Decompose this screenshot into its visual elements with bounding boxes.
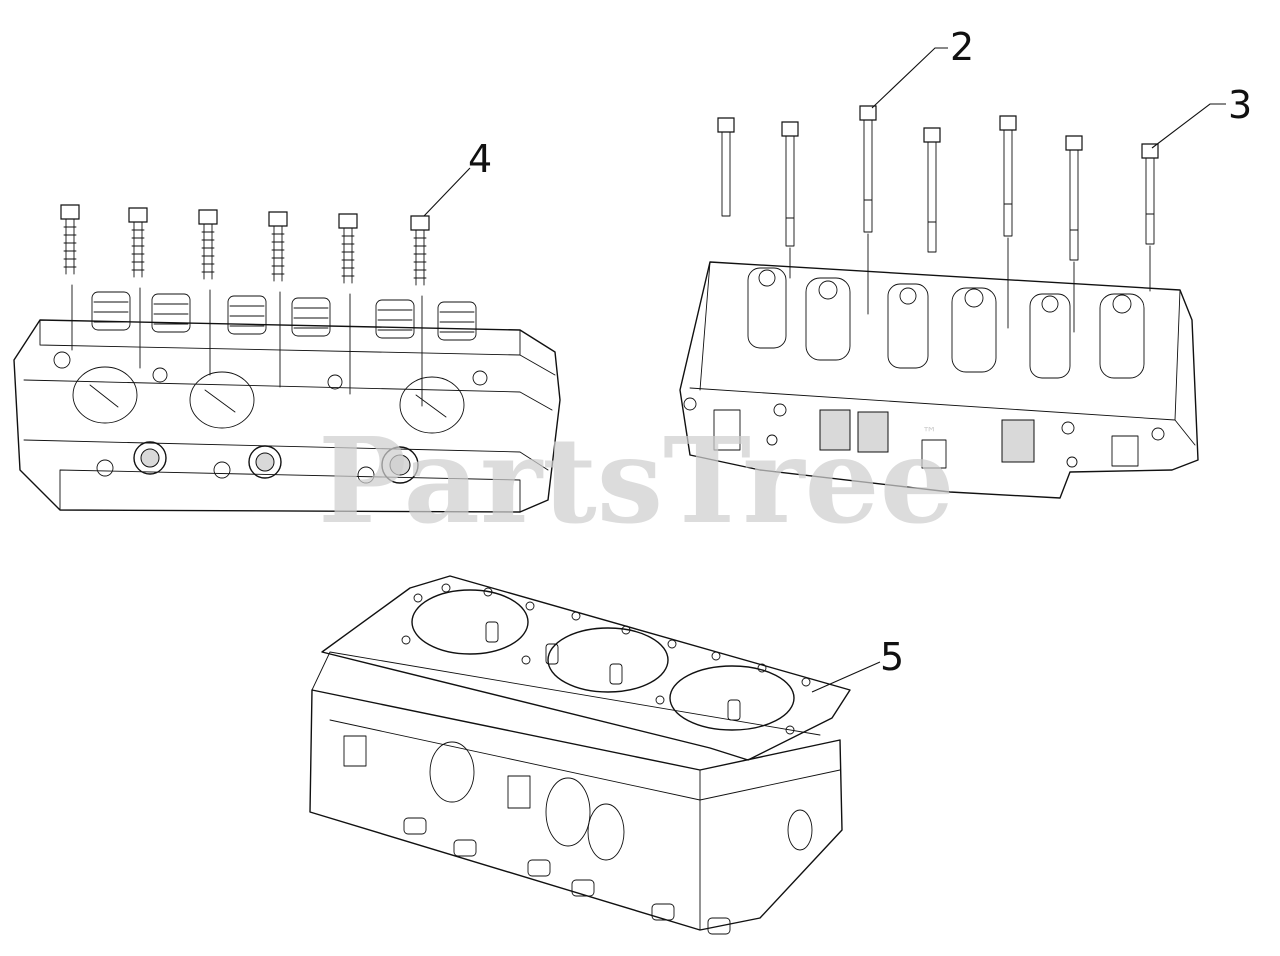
- spark-plug-seats-left: [96, 441, 419, 484]
- intake-ports-right: [683, 397, 1165, 469]
- callout-3-label: 3: [1228, 83, 1252, 127]
- cylinder-head-right: [679, 105, 1199, 499]
- cylinder-head-left: [13, 204, 561, 513]
- dowel-pins: [485, 621, 741, 721]
- callout-2-leader: [871, 47, 948, 109]
- head-bolts-right: [717, 105, 1159, 333]
- watermark-trademark: ™: [922, 424, 937, 442]
- watermark: PartsTree ™: [318, 411, 955, 550]
- cylinder-head-bottom: [309, 651, 843, 935]
- callout-5-leader: [811, 661, 881, 693]
- valve-covers-right: [747, 267, 1145, 379]
- callout-2-label: 2: [950, 25, 974, 69]
- valve-springs-left: [91, 291, 477, 341]
- ports-bottom: [343, 735, 813, 861]
- lower-studs-bottom: [403, 817, 731, 935]
- callout-4-label: 4: [468, 137, 492, 181]
- head-bolts-left: [60, 204, 430, 407]
- exhaust-ports-left: [53, 351, 488, 434]
- gasket-bolt-holes: [401, 583, 811, 735]
- watermark-text: PartsTree: [318, 411, 955, 550]
- callout-4-leader: [423, 167, 471, 217]
- callouts: 2 3 4 5: [423, 25, 1252, 693]
- head-gasket: [321, 575, 851, 761]
- callout-3-leader: [1151, 103, 1226, 149]
- callout-5-label: 5: [880, 635, 904, 679]
